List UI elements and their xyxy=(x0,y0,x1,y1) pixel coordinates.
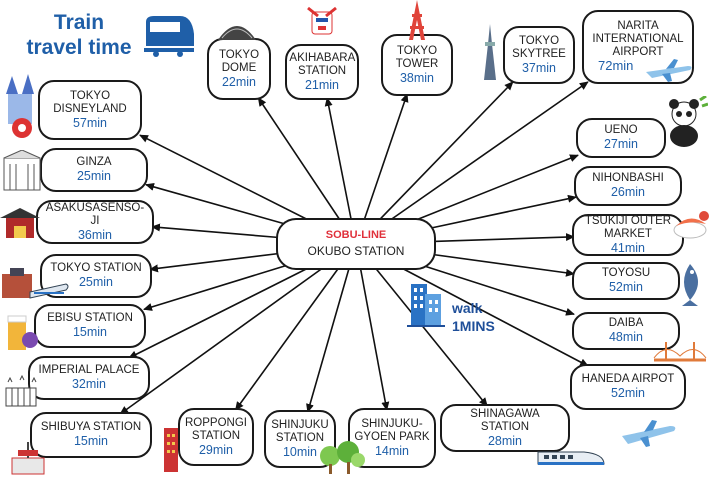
line-name: SOBU-LINE xyxy=(325,229,387,242)
arrow-to-ueno xyxy=(405,154,579,225)
skytree-icon xyxy=(484,24,496,80)
arrow-to-asakusa xyxy=(151,223,283,239)
building-icon xyxy=(3,150,41,191)
arrow-to-disneyland xyxy=(139,134,317,225)
arrow-to-skytree xyxy=(374,81,514,225)
arrow-to-toyosu xyxy=(429,253,575,277)
arrow-to-gyoen xyxy=(358,263,390,411)
station-icon xyxy=(2,268,69,299)
arrow-to-akihabara xyxy=(324,97,353,225)
walk-label: walk 1MINS xyxy=(452,300,495,334)
airplane-icon xyxy=(646,59,692,82)
airplane-icon xyxy=(622,420,676,447)
arrow-to-roppongi xyxy=(234,263,343,411)
arrow-to-haneda xyxy=(393,263,589,367)
arrow-to-narita xyxy=(384,81,589,225)
dome-icon xyxy=(218,26,256,40)
sushi-icon xyxy=(673,211,709,239)
station-name: OKUBO STATION xyxy=(307,244,405,259)
fish-icon xyxy=(682,264,698,306)
gate-icon xyxy=(11,442,45,475)
arrow-to-tokyo-dome xyxy=(257,97,344,225)
page-title: Train travel time xyxy=(26,11,132,60)
train-icon xyxy=(144,16,194,57)
temple-icon xyxy=(0,208,40,238)
arrow-to-nihonbashi xyxy=(429,194,577,230)
arrow-to-shinagawa xyxy=(371,263,488,407)
arrow-to-daiba xyxy=(417,263,575,316)
bridge-icon xyxy=(653,342,707,362)
arrow-to-shinjuku xyxy=(306,263,352,413)
arrow-to-tokyo-tower xyxy=(362,93,409,225)
palace-icon xyxy=(5,374,37,407)
arrow-to-imperial-palace xyxy=(127,263,317,359)
castle-icon xyxy=(6,74,34,138)
robot-icon xyxy=(307,6,337,35)
beer-icon xyxy=(7,315,38,350)
arrow-to-ebisu xyxy=(143,263,292,311)
torii-icon xyxy=(164,428,178,472)
bullet-train-icon xyxy=(537,451,605,465)
arrow-to-tokyo-station xyxy=(149,252,283,273)
building-icon xyxy=(407,284,445,327)
trees-icon xyxy=(320,441,365,474)
arrow-to-shibuya xyxy=(119,263,329,415)
panda-icon xyxy=(669,96,708,147)
arrow-to-ginza xyxy=(145,183,286,225)
tower-icon xyxy=(409,0,425,40)
central-station-node: SOBU-LINE OKUBO STATION xyxy=(276,218,436,270)
arrow-to-tsukiji xyxy=(429,233,575,243)
